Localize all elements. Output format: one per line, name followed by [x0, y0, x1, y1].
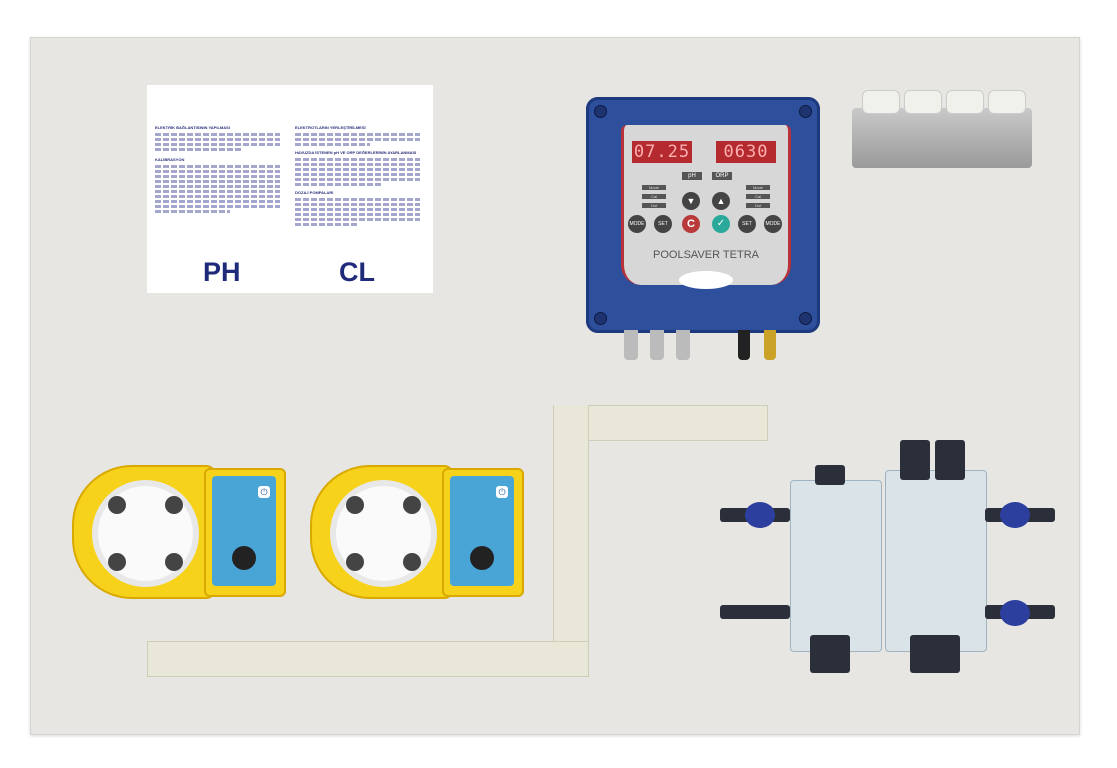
ph-title: PH — [203, 257, 241, 287]
sensor-holder — [852, 90, 1032, 168]
screw-icon — [799, 312, 812, 325]
label-heading: ELEKTRİK BAĞLANTISININ YAPILMASI — [155, 125, 230, 130]
label-right-column: ELEKTROTLARIN YERLEŞTİRİLMESİ HAVUZDA İS… — [295, 125, 420, 228]
mode-button-right[interactable]: MODE — [764, 215, 782, 233]
screw-icon — [594, 105, 607, 118]
down-button[interactable]: ▼ — [682, 192, 700, 210]
pipe-vertical — [553, 405, 589, 676]
indicator-mode-left: Mode — [642, 185, 666, 190]
cl-title: CL — [339, 257, 375, 287]
sensor-cap — [988, 90, 1026, 114]
pump-head — [330, 480, 437, 587]
indicator-out-left: Out — [642, 203, 666, 208]
brand-name: POOLSAVER TETRA — [653, 249, 759, 261]
pipe-bottom — [147, 641, 589, 677]
sensor-cap — [946, 90, 984, 114]
ph-display: 07.25 — [632, 141, 692, 163]
valve-handle[interactable] — [1000, 502, 1030, 528]
label-heading: ELEKTROTLARIN YERLEŞTİRİLMESİ — [295, 125, 366, 130]
up-button[interactable]: ▲ — [712, 192, 730, 210]
logo-oval — [679, 271, 733, 289]
flow-meter — [790, 480, 882, 652]
cable-gland — [624, 330, 638, 360]
controller-unit: 07.25 0630 pH ORP Mode Cal Out Mode Cal … — [586, 97, 820, 333]
ph-tag: pH — [682, 172, 702, 180]
cable-gland — [676, 330, 690, 360]
label-heading: KALİBRASYON — [155, 157, 185, 162]
orp-display: 0630 — [716, 141, 776, 163]
pump-head — [92, 480, 199, 587]
power-icon[interactable]: ⏻ — [496, 486, 508, 498]
confirm-button[interactable]: ✓ — [712, 215, 730, 233]
probe-connector — [738, 330, 750, 360]
screw-icon — [594, 312, 607, 325]
dosing-knob[interactable] — [232, 546, 256, 570]
ph-dosing-pump: ⏻ — [72, 450, 290, 610]
sensor-cap — [904, 90, 942, 114]
label-left-column: ELEKTRİK BAĞLANTISININ YAPILMASI KALİBRA… — [155, 125, 280, 215]
label-heading: DOZAJ POMPALARI — [295, 190, 334, 195]
probe-flow-cell — [720, 440, 1055, 675]
orp-tag: ORP — [712, 172, 732, 180]
cl-dosing-pump: ⏻ — [310, 450, 528, 610]
screw-icon — [799, 105, 812, 118]
indicator-cal-left: Cal — [642, 194, 666, 199]
cancel-button[interactable]: C — [682, 215, 700, 233]
valve-handle[interactable] — [1000, 600, 1030, 626]
indicator-cal-right: Cal — [746, 194, 770, 199]
set-button-left[interactable]: SET — [654, 215, 672, 233]
mode-button-left[interactable]: MODE — [628, 215, 646, 233]
label-heading: HAVUZDA İSTENEN pH VE ORP DEĞERLERİNİN A… — [295, 150, 417, 155]
indicator-mode-right: Mode — [746, 185, 770, 190]
instruction-label: ELEKTRİK BAĞLANTISININ YAPILMASI KALİBRA… — [147, 85, 433, 293]
control-faceplate: 07.25 0630 pH ORP Mode Cal Out Mode Cal … — [621, 125, 791, 289]
indicator-out-right: Out — [746, 203, 770, 208]
sensor-cap — [862, 90, 900, 114]
valve-handle[interactable] — [745, 502, 775, 528]
dosing-knob[interactable] — [470, 546, 494, 570]
power-icon[interactable]: ⏻ — [258, 486, 270, 498]
probe-connector — [764, 330, 776, 360]
cable-gland — [650, 330, 664, 360]
filter-chamber — [885, 470, 987, 652]
set-button-right[interactable]: SET — [738, 215, 756, 233]
